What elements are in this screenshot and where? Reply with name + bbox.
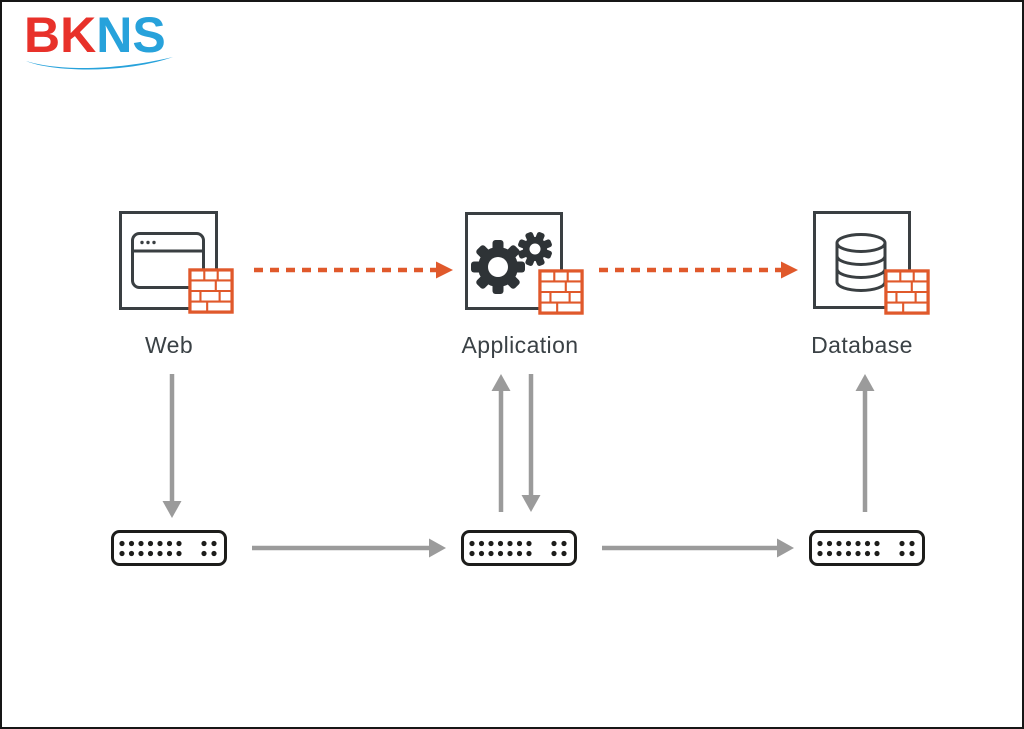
network-switch-icon	[809, 530, 925, 566]
database-label: Database	[811, 332, 913, 358]
bkns-logo-text: BKNS	[24, 10, 180, 60]
firewall-icon	[538, 269, 584, 315]
web-tier-icon	[119, 211, 234, 314]
logo-part-bk: BK	[24, 7, 97, 63]
bkns-logo: BKNS	[24, 10, 180, 73]
database-tier-icon	[813, 211, 930, 315]
firewall-icon	[188, 268, 234, 314]
dashed-arrow-web-to-application	[254, 261, 453, 279]
browser-window-icon	[131, 232, 205, 289]
network-switch-icon	[111, 530, 227, 566]
application-tier-icon	[465, 212, 584, 315]
gears-icon	[471, 232, 552, 294]
arrow-web-down-to-switch1	[162, 374, 182, 518]
firewall-icon	[884, 269, 930, 315]
web-label: Web	[144, 332, 194, 358]
arrow-switch2-up-to-application	[491, 374, 511, 512]
database-cylinder-icon	[835, 233, 887, 292]
arrow-switch1-to-switch2	[252, 538, 446, 558]
arrow-switch3-up-to-database	[855, 374, 875, 512]
logo-swoosh-icon	[26, 56, 173, 70]
arrow-application-down-to-switch2	[521, 374, 541, 512]
arrow-switch2-to-switch3	[602, 538, 794, 558]
logo-part-ns: NS	[96, 7, 166, 63]
network-switch-icon	[461, 530, 577, 566]
application-label: Application	[461, 332, 579, 358]
dashed-arrow-application-to-database	[599, 261, 798, 279]
